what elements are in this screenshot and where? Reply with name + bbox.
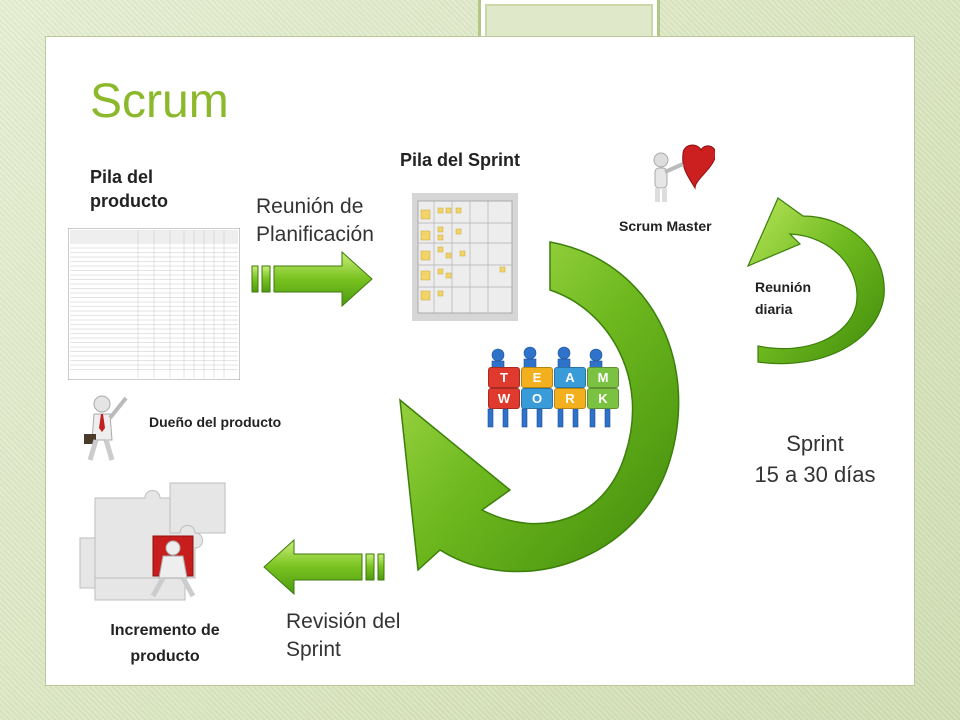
sprint-days-label: 15 a 30 días (754, 462, 876, 487)
scrum-master-label: Scrum Master (619, 218, 712, 234)
product-increment-puzzle (79, 482, 226, 601)
slide-title: Scrum (90, 75, 229, 128)
puzzle-letter-k: K (587, 388, 619, 409)
sprint-backlog-board (412, 193, 518, 321)
sprint-cycle-arrow (399, 241, 680, 573)
review-arrow (263, 538, 385, 596)
puzzle-letter-e: E (521, 367, 553, 388)
sprint-review-label: Revisión del Sprint (286, 610, 401, 661)
product-owner-label: Dueño del producto (149, 414, 282, 430)
sprint-backlog-label: Pila del Sprint (400, 150, 521, 170)
product-backlog-label: Pila del producto (90, 167, 168, 211)
daily-cycle-arrow (746, 197, 885, 365)
puzzle-letter-r: R (554, 388, 586, 409)
product-owner-figure (84, 395, 128, 461)
puzzle-letter-a: A (554, 367, 586, 388)
puzzle-letter-w: W (488, 388, 520, 409)
puzzle-letter-m: M (587, 367, 619, 388)
daily-meeting-label: Reunión diaria (755, 279, 811, 317)
planning-arrow (251, 250, 373, 308)
puzzle-letter-o: O (521, 388, 553, 409)
sprint-duration: Sprint 15 a 30 días (730, 428, 900, 490)
product-backlog-document (68, 228, 240, 380)
planning-meeting-label: Reunión de Planificación (256, 195, 374, 246)
product-increment-label: Incremento de producto (110, 622, 220, 665)
sprint-label: Sprint (786, 431, 844, 456)
scrum-master-figure (653, 144, 715, 202)
puzzle-letter-t: T (488, 367, 520, 388)
